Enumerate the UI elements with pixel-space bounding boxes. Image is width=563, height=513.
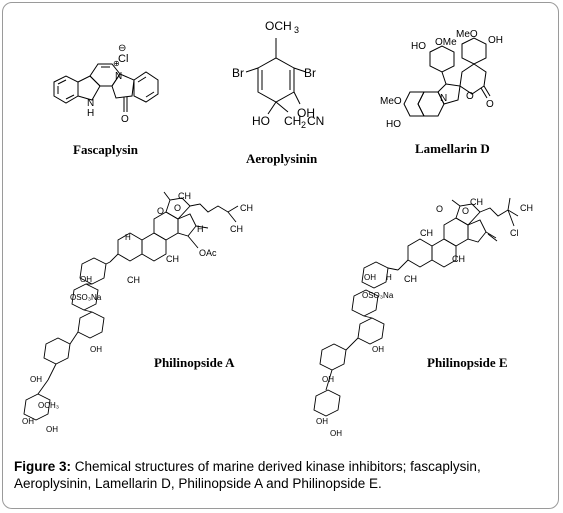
figure-caption: Figure 3: Chemical structures of marine … — [14, 458, 549, 492]
phil-a-o-lac: O — [174, 203, 181, 213]
svg-text:OH: OH — [322, 375, 334, 384]
phil-e-ch3-top: CH — [470, 197, 483, 207]
aeroplysinin-br-left: Br — [232, 66, 244, 80]
svg-text:OSO₃Na: OSO₃Na — [362, 291, 394, 300]
fascaplysin-n-plus: N — [115, 71, 122, 82]
svg-text:OH: OH — [316, 417, 328, 426]
aeroplysinin-ch2: CH — [284, 114, 301, 128]
svg-text:OH: OH — [46, 425, 58, 434]
svg-text:OH: OH — [30, 375, 42, 384]
phil-a-o-keto: O — [157, 206, 164, 216]
fascaplysin-plus: ⊕ — [113, 59, 120, 68]
svg-text:OH: OH — [372, 345, 384, 354]
phil-e-o-keto: O — [436, 204, 443, 214]
fascaplysin-minus: ⊖ — [118, 43, 126, 54]
svg-text:OH: OH — [22, 417, 34, 426]
fascaplysin-cl: Cl — [118, 53, 128, 65]
caption-label: Figure 3: — [14, 459, 72, 474]
phil-a-ch3-top: CH — [178, 191, 191, 201]
phil-a-ch3-tail-b: CH — [230, 224, 243, 234]
philinopside-e-structure: CH CH Cl O O CH H CH CH OH OSO₃Na OH OH … — [313, 197, 533, 438]
aeroplysinin-och3-sub: 3 — [294, 25, 299, 35]
lamellarin-o-keto: O — [486, 99, 494, 110]
svg-text:OH: OH — [330, 429, 342, 438]
aeroplysinin-ho: HO — [252, 114, 270, 128]
lamellarin-n: N — [440, 93, 447, 104]
phil-a-ch3-tail-a: CH — [240, 203, 253, 213]
compound-label-lamellarin-d: Lamellarin D — [415, 141, 490, 156]
phil-e-ch3-gem: CH — [404, 274, 417, 284]
phil-e-cl: Cl — [510, 228, 519, 238]
phil-e-h3c: H — [386, 273, 392, 282]
lamellarin-ome-top: OMe — [435, 37, 457, 48]
aeroplysinin-cn: CN — [307, 114, 324, 128]
compound-label-aeroplysinin: Aeroplysinin — [246, 151, 318, 166]
phil-e-o-lac: O — [462, 206, 469, 216]
aeroplysinin-br-right: Br — [304, 66, 316, 80]
phil-e-ch2: CH — [520, 203, 533, 213]
svg-text:OSO₃Na: OSO₃Na — [70, 293, 102, 302]
fascaplysin-nh: N — [87, 98, 94, 109]
lamellarin-ho-left: HO — [386, 119, 401, 130]
aeroplysinin-structure: OCH 3 Br Br OH HO CH 2 CN — [232, 19, 324, 130]
lamellarin-structure: HO OMe MeO OH MeO HO N O O — [380, 29, 503, 130]
lamellarin-o-ring: O — [466, 91, 474, 102]
phil-a-h: H — [197, 224, 204, 234]
phil-e-ch3-side: CH — [420, 228, 433, 238]
compound-label-philinopside-a: Philinopside A — [154, 355, 235, 370]
fascaplysin-structure: ⊖ Cl ⊕ N N H O — [53, 43, 159, 125]
svg-text:OH: OH — [80, 275, 92, 284]
chemical-structures-figure: ⊖ Cl ⊕ N N H O OCH 3 Br Br OH HO CH 2 CN — [22, 19, 533, 438]
aeroplysinin-oh: OH — [297, 106, 315, 120]
compound-label-philinopside-e: Philinopside E — [427, 355, 508, 370]
fascaplysin-h: H — [87, 108, 94, 119]
svg-text:OH: OH — [364, 273, 376, 282]
phil-a-ch3-gem: CH — [127, 275, 140, 285]
phil-a-oac: OAc — [199, 248, 217, 258]
svg-text:OCH₃: OCH₃ — [38, 401, 59, 410]
caption-text: Chemical structures of marine derived ki… — [14, 459, 481, 491]
phil-a-h3c: H — [125, 233, 131, 242]
aeroplysinin-och3: OCH — [265, 19, 292, 33]
phil-e-ch3-mid: CH — [452, 254, 465, 264]
lamellarin-oh-top: OH — [488, 35, 503, 46]
phil-a-ch3-mid: CH — [166, 254, 179, 264]
philinopside-a-structure: CH CH CH O O H H OAc CH CH OH OSO₃Na OH … — [22, 191, 253, 434]
lamellarin-meo-top: MeO — [456, 29, 478, 40]
svg-text:OH: OH — [90, 345, 102, 354]
fascaplysin-o: O — [121, 114, 129, 125]
lamellarin-meo-left: MeO — [380, 96, 402, 107]
compound-label-fascaplysin: Fascaplysin — [73, 142, 139, 157]
aeroplysinin-ch2-sub: 2 — [301, 120, 306, 130]
figure-frame — [2, 2, 559, 509]
lamellarin-ho-top: HO — [411, 41, 426, 52]
